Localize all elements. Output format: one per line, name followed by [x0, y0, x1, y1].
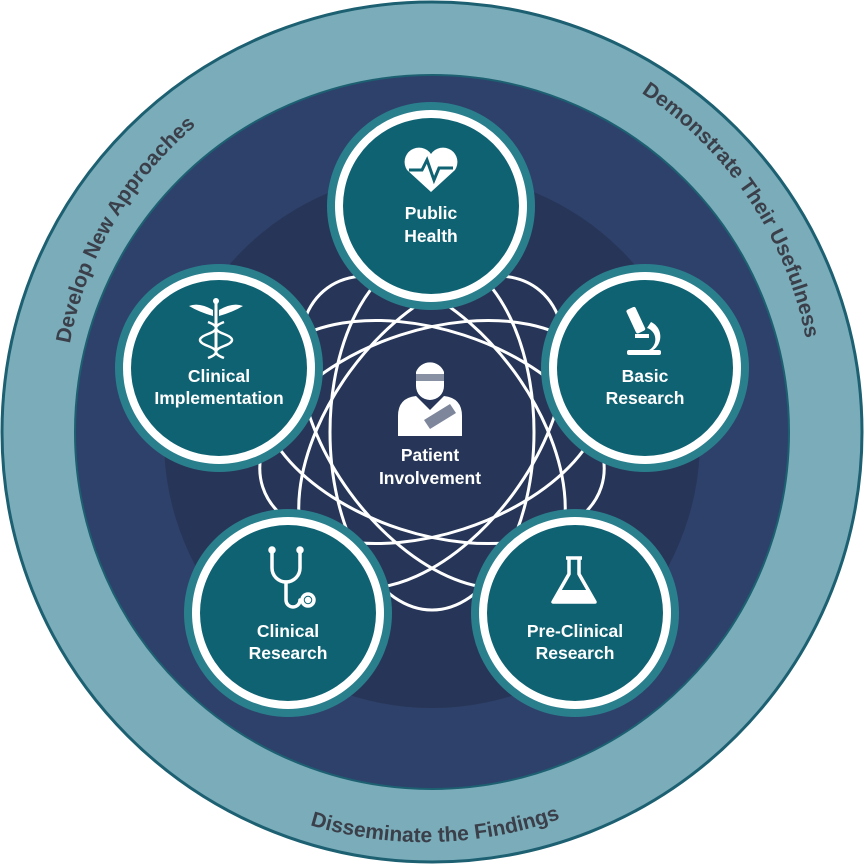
node-pre-clinical-research[interactable]: Pre-Clinical Research	[471, 509, 679, 717]
center-node: Patient Involvement	[379, 362, 481, 488]
node-basic-research-line1: Basic	[622, 366, 669, 386]
node-pre-clinical-research-fill	[487, 525, 663, 701]
node-clinical-implementation-fill	[131, 280, 307, 456]
node-basic-research[interactable]: Basic Research	[541, 264, 749, 472]
node-pre-clinical-research-line1: Pre-Clinical	[527, 621, 623, 641]
node-clinical-research-line1: Clinical	[257, 621, 319, 641]
patient-icon	[398, 362, 462, 436]
node-public-health-fill	[343, 118, 519, 294]
center-label-line1: Patient	[401, 445, 460, 465]
node-clinical-research[interactable]: Clinical Research	[184, 509, 392, 717]
node-basic-research-line2: Research	[606, 388, 685, 408]
node-public-health-line2: Health	[404, 226, 457, 246]
node-public-health[interactable]: Public Health	[327, 102, 535, 310]
node-public-health-line1: Public	[405, 203, 458, 223]
node-clinical-research-line2: Research	[249, 643, 328, 663]
heart-pulse-icon	[404, 147, 458, 192]
node-clinical-implementation-line1: Clinical	[188, 366, 250, 386]
stethoscope-icon	[268, 546, 316, 609]
center-label-line2: Involvement	[379, 468, 481, 488]
node-pre-clinical-research-line2: Research	[536, 643, 615, 663]
node-clinical-research-fill	[200, 525, 376, 701]
caduceus-icon	[189, 298, 243, 360]
node-clinical-implementation-line2: Implementation	[154, 388, 283, 408]
node-clinical-implementation[interactable]: Clinical Implementation	[115, 264, 323, 472]
node-basic-research-fill	[557, 280, 733, 456]
microscope-icon	[626, 306, 661, 355]
flask-icon	[551, 556, 597, 604]
